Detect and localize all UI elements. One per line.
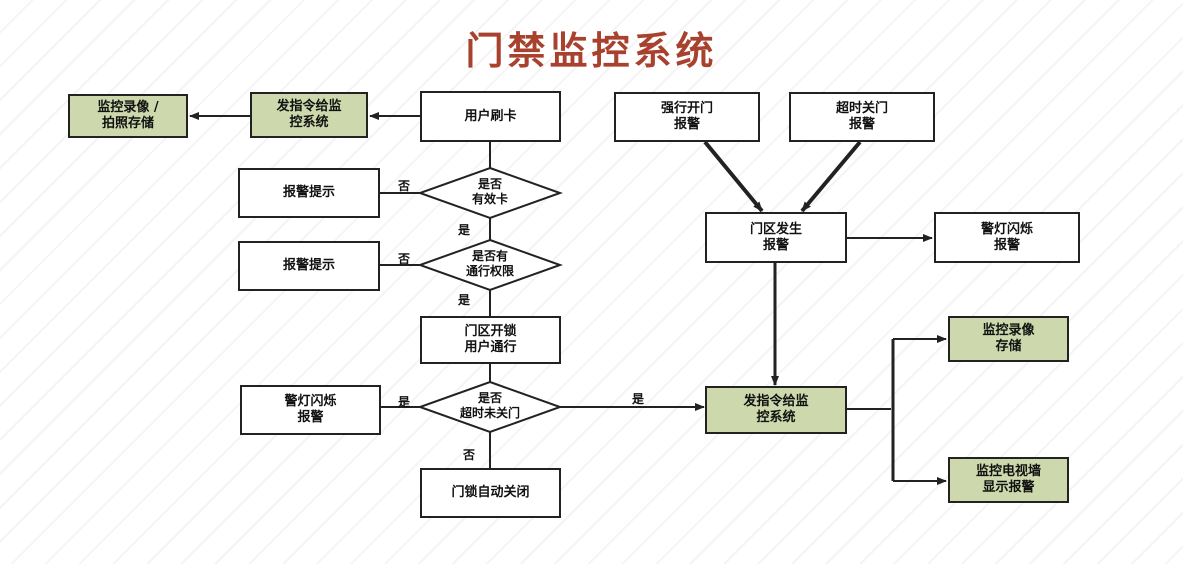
command-monitor-box-right: 发指令给监 控系统 bbox=[705, 386, 847, 434]
alarm-prompt-box-2: 报警提示 bbox=[238, 241, 380, 291]
yes-label-2: 是 bbox=[458, 293, 471, 307]
yes-label-left: 是 bbox=[398, 395, 411, 409]
yes-label-right: 是 bbox=[632, 392, 645, 406]
no-label-2: 否 bbox=[398, 252, 411, 266]
user-swipe-card-box: 用户刷卡 bbox=[420, 91, 561, 142]
tv-wall-box: 监控电视墙 显示报警 bbox=[948, 457, 1069, 503]
alarm-prompt-box-1: 报警提示 bbox=[238, 168, 380, 218]
yes-label-1: 是 bbox=[458, 223, 471, 237]
no-label-1: 否 bbox=[398, 179, 411, 193]
unlock-pass-box: 门区开锁 用户通行 bbox=[420, 316, 561, 364]
decision-permission-label: 是否有 通行权限 bbox=[465, 249, 514, 278]
force-open-alarm-box: 强行开门 报警 bbox=[614, 92, 760, 142]
record-store-box: 监控录像 存储 bbox=[948, 316, 1069, 362]
record-photo-box: 监控录像 / 拍照存储 bbox=[68, 94, 188, 138]
decision-timeout-label: 是否 超时未关门 bbox=[459, 391, 520, 420]
flash-alarm-box-right: 警灯闪烁 报警 bbox=[934, 212, 1080, 263]
no-label-3: 否 bbox=[463, 448, 476, 462]
decision-valid-card-label: 是否 有效卡 bbox=[471, 177, 508, 206]
flash-alarm-box-left: 警灯闪烁 报警 bbox=[240, 385, 381, 435]
timeout-close-alarm-box: 超时关门 报警 bbox=[789, 92, 935, 142]
auto-close-box: 门锁自动关闭 bbox=[420, 468, 561, 518]
command-monitor-box-top: 发指令给监 控系统 bbox=[250, 92, 368, 138]
door-alarm-box: 门区发生 报警 bbox=[705, 212, 847, 263]
diagram-title: 门禁监控系统 bbox=[465, 29, 718, 73]
